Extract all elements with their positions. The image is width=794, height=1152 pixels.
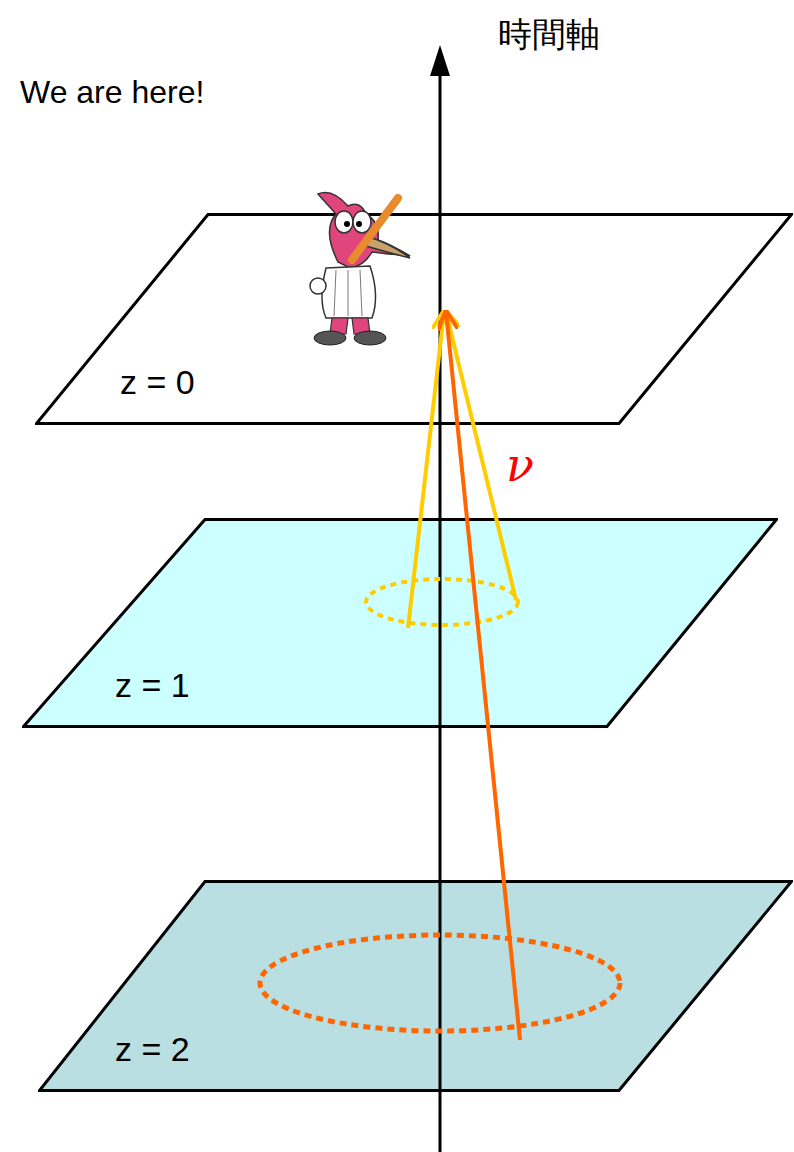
neutrino-ray bbox=[446, 880, 520, 1040]
location-note: We are here! bbox=[20, 74, 204, 111]
orange-ring bbox=[260, 935, 620, 1031]
neutrino-symbol: ν bbox=[506, 438, 534, 492]
plane-label: z = 2 bbox=[115, 1030, 190, 1069]
time-axis bbox=[439, 518, 442, 728]
plane-label: z = 1 bbox=[115, 666, 190, 705]
time-axis bbox=[439, 880, 442, 1092]
axis-arrowhead bbox=[430, 45, 450, 76]
axis-label: 時間軸 bbox=[498, 12, 600, 58]
yellow-ring bbox=[366, 579, 518, 625]
redshift-plane: z = 0 bbox=[35, 213, 793, 425]
neutrino-ray bbox=[446, 312, 520, 425]
neutrino-ray bbox=[446, 518, 520, 728]
neutrino-ray bbox=[446, 518, 516, 600]
plane-label: z = 0 bbox=[120, 363, 195, 402]
redshift-plane: z = 1 bbox=[22, 518, 778, 728]
mascot bbox=[310, 213, 410, 345]
neutrino-ray bbox=[408, 518, 444, 628]
neutrino-ray bbox=[408, 312, 444, 425]
time-axis bbox=[439, 213, 442, 425]
redshift-plane: z = 2 bbox=[38, 880, 793, 1092]
time-axis bbox=[439, 72, 442, 1152]
